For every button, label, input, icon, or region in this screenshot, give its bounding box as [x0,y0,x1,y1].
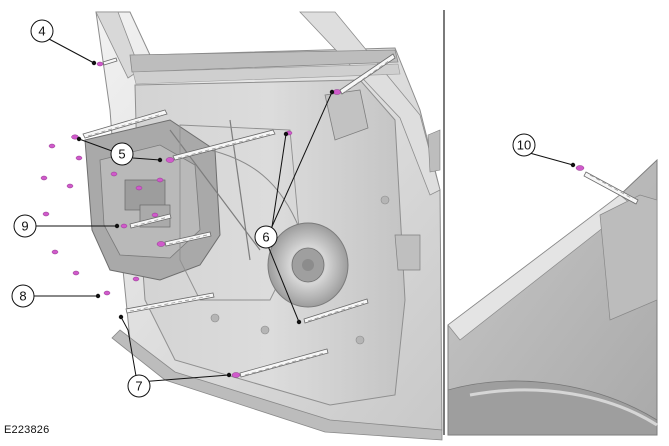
callout-5: 5 [110,142,134,166]
callout-9: 9 [13,214,37,238]
svg-text:6: 6 [262,230,269,245]
clip-module-2 [135,185,143,191]
svg-text:5: 5 [118,147,125,162]
clip-module-1 [110,171,118,177]
arrow-6-top [339,53,396,95]
svg-text:8: 8 [19,289,26,304]
arrow-6-low [303,298,369,324]
callout-4: 4 [30,19,54,43]
svg-text:10: 10 [517,138,531,153]
arrow-9 [129,213,172,229]
svg-text:4: 4 [38,24,45,39]
screw-7 [231,372,241,378]
svg-text:7: 7 [135,379,142,394]
screw-4 [96,61,104,67]
clip-left-3 [75,155,83,161]
clip-left-5 [66,183,74,189]
fasteners [40,61,585,378]
arrow-4 [102,57,118,66]
clip-left-9 [132,276,140,282]
screw-5-low [156,241,166,247]
detail-view-frame [447,158,658,436]
screw-5-mid [165,157,175,163]
clip-left-4 [40,175,48,181]
screw-10 [575,165,585,171]
screw-8 [103,290,111,296]
callout-10: 10 [512,133,536,157]
clip-left-8 [72,270,80,276]
callout-8: 8 [11,284,35,308]
leader-lines [34,38,574,383]
leader-dots [76,60,576,378]
svg-text:9: 9 [21,219,28,234]
clip-left-7 [51,249,59,255]
clip-module-3 [156,177,164,183]
arrow-8 [125,292,215,314]
arrow-dashes [87,59,634,376]
clip-left-6 [42,211,50,217]
arrow-10 [583,171,639,205]
callout-7: 7 [127,374,151,398]
clip-module-4 [151,212,159,218]
clip-left-2 [48,143,56,149]
callout-6: 6 [254,225,278,249]
screw-9 [120,223,128,229]
figure-id: E223826 [4,424,50,436]
